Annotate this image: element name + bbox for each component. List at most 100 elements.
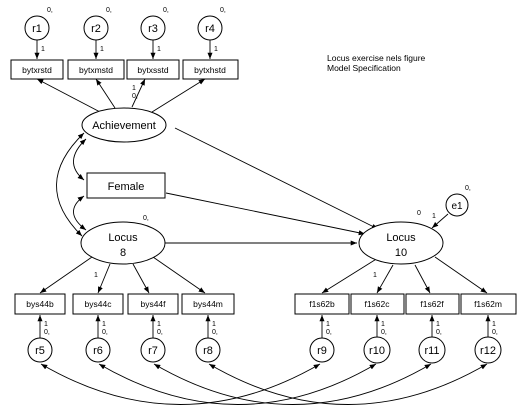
bottom-error-terms: r5 1 0, r6 1 0, r7 1 0, r8 1 0, r9 1 0, xyxy=(27,321,502,364)
indicator-bys44c[interactable]: bys44c xyxy=(72,293,124,315)
cov-r5-r9 xyxy=(40,363,321,405)
path-achievement-locus10 xyxy=(174,127,379,230)
indicator-bytxsstd[interactable]: bytxsstd xyxy=(126,59,180,80)
latent-locus10[interactable]: Locus 10 0 xyxy=(358,210,444,265)
cov-r6-r10 xyxy=(98,363,377,405)
path-e1-locus10 xyxy=(431,213,449,229)
error-r5-mean: 0, xyxy=(44,329,50,336)
indicator-bys44m[interactable]: bys44m xyxy=(181,293,235,315)
error-r3-label: r3 xyxy=(148,23,158,35)
title-line-1: Locus exercise nels figure xyxy=(327,53,426,63)
error-r6-path: 1 xyxy=(102,321,106,328)
error-r9-label: r9 xyxy=(317,345,327,357)
title-line-2: Model Specification xyxy=(327,63,401,73)
path-achievement-bytxrstd xyxy=(36,78,103,114)
indicator-bytxsstd-label: bytxsstd xyxy=(137,65,168,75)
error-r3-mean: 0, xyxy=(163,7,169,14)
indicator-f1s62b-label: f1s62b xyxy=(309,299,335,309)
locus8-indicators: bys44b bys44c bys44f bys44m 1 xyxy=(14,272,235,315)
achievement-indicators: bytxrstd bytxmstd bytxsstd bytxhstd 1 0, xyxy=(10,59,239,100)
error-r1-label: r1 xyxy=(32,23,42,35)
error-r2[interactable]: r2 0, 1 xyxy=(83,7,112,53)
error-r5[interactable]: r5 1 0, xyxy=(27,321,53,363)
error-r9[interactable]: r9 1 0, xyxy=(309,321,335,363)
intercept-bytxsstd: 0, xyxy=(132,93,138,100)
indicator-f1s62c[interactable]: f1s62c xyxy=(350,293,405,315)
error-r1-path: 1 xyxy=(41,46,45,53)
path-achievement-bytxhstd xyxy=(151,78,206,113)
error-r1[interactable]: r1 0, 1 xyxy=(24,7,53,53)
cov-achievement-locus8 xyxy=(56,132,85,237)
observed-female[interactable]: Female xyxy=(86,172,166,199)
error-r9-mean: 0, xyxy=(326,329,332,336)
path-locus8-bys44c xyxy=(97,263,111,294)
indicator-bytxhstd[interactable]: bytxhstd xyxy=(182,59,239,80)
error-r10[interactable]: r10 1 0, xyxy=(363,321,391,364)
error-r7[interactable]: r7 1 0, xyxy=(140,321,166,363)
latent-achievement-label: Achievement xyxy=(92,120,156,132)
error-r7-mean: 0, xyxy=(157,329,163,336)
latent-achievement[interactable]: Achievement xyxy=(81,107,167,143)
error-r8[interactable]: r8 1 0, xyxy=(195,321,221,363)
indicator-bys44b[interactable]: bys44b xyxy=(14,293,66,315)
path-locus8-bys44f xyxy=(132,263,150,294)
path-lines xyxy=(34,40,491,405)
indicator-f1s62b[interactable]: f1s62b xyxy=(294,293,350,315)
observed-female-label: Female xyxy=(108,181,145,193)
latent-locus8-variance: 0, xyxy=(143,215,149,222)
indicator-bys44f[interactable]: bys44f xyxy=(127,293,179,315)
path-locus10-f1s62c xyxy=(376,264,394,294)
error-r4[interactable]: r4 0, 1 xyxy=(197,7,226,53)
error-r3-path: 1 xyxy=(157,46,161,53)
error-r8-mean: 0, xyxy=(212,329,218,336)
path-locus10-f1s62f xyxy=(414,264,431,294)
error-r4-label: r4 xyxy=(205,23,215,35)
latent-locus10-line2: 10 xyxy=(395,247,407,259)
error-r3[interactable]: r3 0, 1 xyxy=(140,7,169,53)
indicator-bytxrstd-label: bytxrstd xyxy=(22,65,52,75)
path-locus10-f1s62m xyxy=(434,256,488,294)
indicator-bys44m-label: bys44m xyxy=(193,299,223,309)
error-r5-path: 1 xyxy=(44,321,48,328)
error-r4-mean: 0, xyxy=(220,7,226,14)
error-r6[interactable]: r6 1 0, xyxy=(85,321,111,363)
error-r7-label: r7 xyxy=(148,345,158,357)
indicator-bytxmstd-label: bytxmstd xyxy=(79,65,113,75)
indicator-bys44f-label: bys44f xyxy=(140,299,166,309)
error-r12-path: 1 xyxy=(492,321,496,328)
error-r12-label: r12 xyxy=(480,345,496,357)
error-r8-path: 1 xyxy=(212,321,216,328)
indicator-bys44c-label: bys44c xyxy=(85,299,113,309)
error-r11[interactable]: r11 1 0, xyxy=(418,321,446,364)
error-r9-path: 1 xyxy=(326,321,330,328)
latent-locus8-line1: Locus xyxy=(108,232,138,244)
indicator-f1s62f[interactable]: f1s62f xyxy=(405,293,460,315)
disturbance-e1-path: 1 xyxy=(432,213,436,220)
path-locus8-bys44m xyxy=(152,256,206,294)
error-r12-mean: 0, xyxy=(492,329,498,336)
disturbance-e1[interactable]: e1 0, 1 xyxy=(432,185,471,220)
indicator-f1s62m-label: f1s62m xyxy=(474,299,502,309)
latent-locus10-line1: Locus xyxy=(386,232,416,244)
indicator-bytxrstd[interactable]: bytxrstd xyxy=(10,59,64,80)
indicator-bytxmstd[interactable]: bytxmstd xyxy=(67,59,125,80)
error-r2-path: 1 xyxy=(100,46,104,53)
indicator-f1s62m[interactable]: f1s62m xyxy=(460,293,517,315)
error-r2-label: r2 xyxy=(91,23,101,35)
path-female-locus10 xyxy=(165,192,366,236)
latent-locus10-mean: 0 xyxy=(417,210,421,217)
path-achievement-bytxmstd xyxy=(95,78,116,109)
cov-achievement-female xyxy=(73,138,87,181)
path-locus8-bys44b xyxy=(39,256,93,294)
error-r1-mean: 0, xyxy=(47,7,53,14)
latent-locus8[interactable]: Locus 8 0, xyxy=(80,215,166,265)
error-r6-label: r6 xyxy=(93,345,103,357)
error-r12[interactable]: r12 1 0, xyxy=(474,321,502,364)
error-r6-mean: 0, xyxy=(102,329,108,336)
indicator-f1s62f-label: f1s62f xyxy=(420,299,444,309)
error-r10-path: 1 xyxy=(381,321,385,328)
error-r5-label: r5 xyxy=(35,345,45,357)
cov-r8-r12 xyxy=(208,363,488,405)
disturbance-e1-label: e1 xyxy=(451,201,463,212)
cov-r7-r11 xyxy=(153,363,432,405)
